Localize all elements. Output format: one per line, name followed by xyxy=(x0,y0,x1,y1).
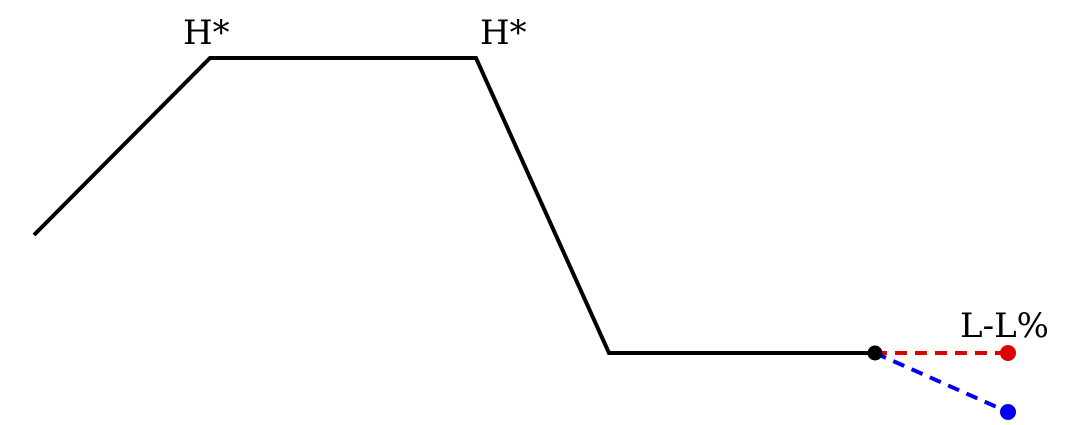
boundary-red-dot xyxy=(1000,345,1016,361)
boundary-tone-label: L-L% xyxy=(960,306,1049,346)
boundary-blue-dashed-line xyxy=(874,351,1009,414)
peak2-label: H* xyxy=(480,13,527,53)
peak1-label: H* xyxy=(183,13,230,53)
pitch-contour-line xyxy=(32,56,875,355)
boundary-blue-dot xyxy=(1000,404,1016,420)
contour-end-dot xyxy=(867,345,883,361)
